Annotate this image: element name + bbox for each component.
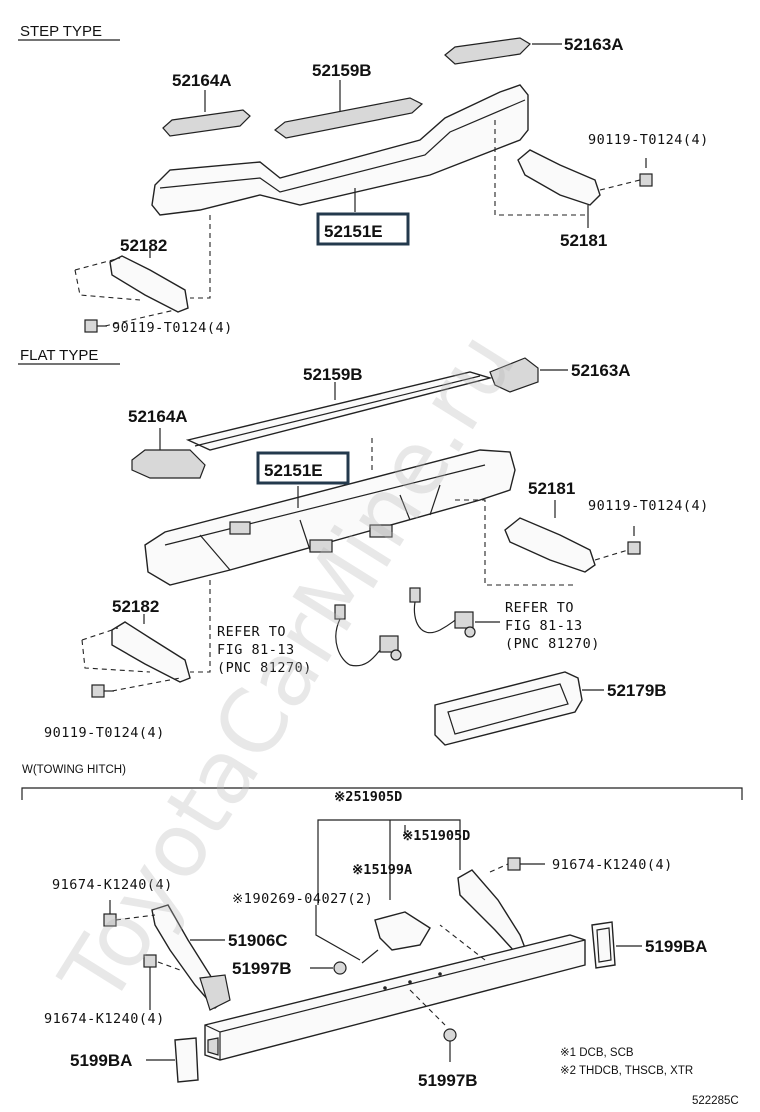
end-cap-52163a-flat	[489, 357, 539, 393]
label-51905d-2[interactable]: ※251905D	[334, 789, 402, 805]
refer-left-line3[interactable]: (PNC 81270)	[217, 660, 312, 676]
label-52179b[interactable]: 52179B	[607, 681, 667, 700]
bracket-52181-step	[517, 149, 601, 206]
step-type-title: STEP TYPE	[20, 23, 102, 40]
label-51906c[interactable]: 51906C	[228, 931, 288, 950]
label-bolt-tow-bottom-left[interactable]: 91674-K1240(4)	[44, 1011, 165, 1027]
label-52181-step[interactable]: 52181	[560, 231, 607, 250]
highlight-52151e-flat	[256, 451, 350, 485]
hitch-tube	[204, 934, 586, 1061]
label-51997b-left[interactable]: 51997B	[232, 959, 292, 978]
license-lamp-wiring-right	[409, 587, 500, 638]
flat-type-section: FLAT TYPE 52159B 52163A 52164A 52151E 52…	[18, 347, 709, 746]
label-bolt-tow-top-left[interactable]: 91674-K1240(4)	[52, 877, 173, 893]
side-plate-right	[457, 869, 526, 953]
bracket-52181-flat	[504, 517, 596, 573]
step-type-section: STEP TYPE 52163A 52164A 52159B 52151E 52…	[18, 23, 709, 336]
towing-hitch-section: W(TOWING HITCH) ※251905D ※151905D ※15199…	[21, 764, 743, 1107]
label-bolt-step-right[interactable]: 90119-T0124(4)	[588, 132, 709, 148]
refer-right-line1[interactable]: REFER TO	[505, 600, 574, 616]
step-bumper-body	[151, 84, 529, 216]
bolt-icon-step-right	[639, 158, 653, 187]
label-51905d-1[interactable]: ※151905D	[402, 828, 470, 844]
plate-bracket-52179b	[434, 671, 583, 746]
label-bolt-tow-right[interactable]: 91674-K1240(4)	[552, 857, 673, 873]
highlight-52151e-step	[316, 212, 410, 246]
label-52151e-flat[interactable]: 52151E	[264, 461, 323, 480]
bolt-icon-tow-bottom-left	[143, 954, 157, 978]
pin-icon	[361, 949, 379, 964]
note-1: ※1 DCB, SCB	[560, 1047, 634, 1059]
refer-right-line2[interactable]: FIG 81-13	[505, 618, 583, 634]
refer-right-line3[interactable]: (PNC 81270)	[505, 636, 600, 652]
towing-title: W(TOWING HITCH)	[22, 764, 126, 776]
license-lamp-wiring-left	[334, 604, 402, 667]
label-5199ba-right[interactable]: 5199BA	[645, 937, 707, 956]
bolt-icon-flat-left	[91, 684, 114, 698]
label-52182-flat[interactable]: 52182	[112, 597, 159, 616]
pad-5199a	[374, 911, 431, 951]
label-52163a-flat[interactable]: 52163A	[571, 361, 631, 380]
bolt-icon-flat-right	[627, 526, 641, 555]
label-5199ba-left[interactable]: 5199BA	[70, 1051, 132, 1070]
label-52181-flat[interactable]: 52181	[528, 479, 575, 498]
label-52163a[interactable]: 52163A	[564, 35, 624, 54]
label-pin[interactable]: ※190269-04027(2)	[232, 891, 373, 907]
nut-icon-left	[333, 961, 347, 975]
figure-code: 522285C	[692, 1095, 739, 1107]
flat-bumper-body	[144, 449, 516, 586]
bracket-52182-flat	[111, 621, 191, 683]
cap-5199ba-left	[174, 1037, 199, 1083]
label-bolt-flat-left[interactable]: 90119-T0124(4)	[44, 725, 165, 741]
nut-icon-bottom	[443, 1028, 457, 1042]
label-51997b-bottom[interactable]: 51997B	[418, 1071, 478, 1090]
label-52164a[interactable]: 52164A	[172, 71, 232, 90]
flat-type-title: FLAT TYPE	[20, 347, 98, 364]
label-5199a[interactable]: ※15199A	[352, 862, 412, 878]
label-52151e-step[interactable]: 52151E	[324, 222, 383, 241]
label-52159b-flat[interactable]: 52159B	[303, 365, 363, 384]
refer-left-line1[interactable]: REFER TO	[217, 624, 286, 640]
label-52182-step[interactable]: 52182	[120, 236, 167, 255]
label-bolt-flat-right[interactable]: 90119-T0124(4)	[588, 498, 709, 514]
label-52164a-flat[interactable]: 52164A	[128, 407, 188, 426]
bolt-icon-step-left	[84, 319, 107, 333]
bolt-icon-tow-right	[507, 857, 545, 871]
label-52159b[interactable]: 52159B	[312, 61, 372, 80]
end-cap-52164a-flat	[131, 449, 206, 479]
step-pad-52159b	[274, 97, 424, 139]
step-pad-52163a	[444, 37, 531, 65]
note-2: ※2 THDCB, THSCB, XTR	[560, 1065, 693, 1077]
refer-left-line2[interactable]: FIG 81-13	[217, 642, 295, 658]
step-pad-52164a	[162, 109, 251, 137]
label-bolt-step-left[interactable]: 90119-T0124(4)	[112, 320, 233, 336]
bracket-52182-step	[109, 255, 189, 313]
